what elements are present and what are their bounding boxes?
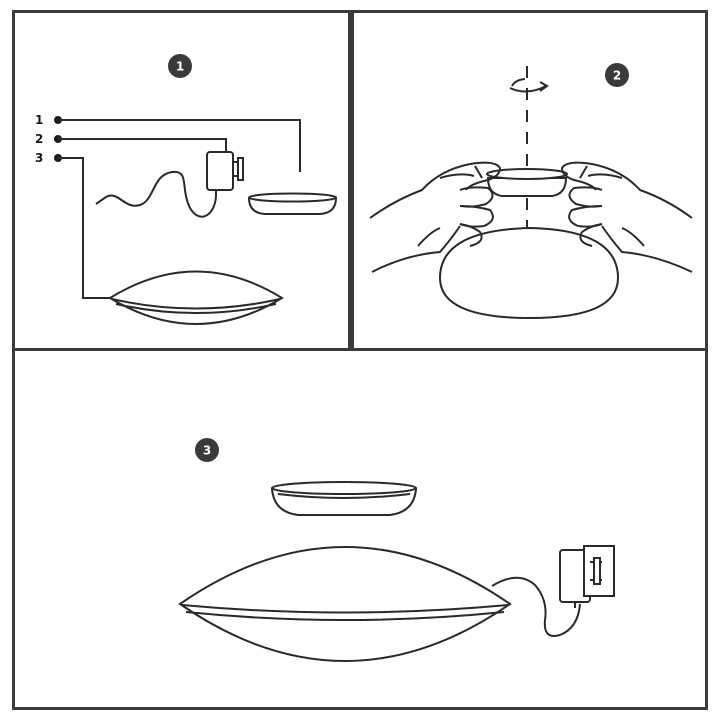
legend-item-2: 2: [35, 132, 227, 152]
legend-item-3: 3: [35, 151, 110, 299]
legend-label-2: 2: [35, 132, 43, 146]
power-adapter-icon: [559, 545, 615, 608]
right-hand-icon: [560, 161, 693, 273]
left-hand-icon: [369, 161, 502, 273]
legend-label-1: 1: [35, 113, 43, 127]
magnetic-base-icon: [438, 226, 620, 320]
step-3-panel: [12, 348, 708, 710]
floating-disc-icon: [270, 481, 418, 516]
legend-label-3: 3: [35, 151, 43, 165]
step-1-badge-label: 1: [176, 60, 184, 74]
power-cable: [95, 170, 217, 218]
power-cable: [491, 576, 581, 637]
step-1-badge: 1: [168, 54, 192, 78]
floating-disc-icon: [486, 168, 568, 197]
magnetic-base-icon: [108, 270, 284, 325]
floating-disc-icon: [247, 192, 338, 215]
magnetic-base-icon: [178, 546, 512, 662]
rotation-arrow-icon: [509, 78, 549, 93]
step-2-badge: 2: [605, 63, 629, 87]
step-3-badge: 3: [195, 438, 219, 462]
step-3-badge-label: 3: [203, 444, 211, 458]
leader-line-1: [58, 119, 301, 172]
leader-line-2: [58, 138, 227, 152]
power-adapter-icon: [206, 151, 244, 196]
leader-line-3: [58, 157, 110, 299]
step-2-badge-label: 2: [613, 69, 621, 83]
legend-item-1: 1: [35, 113, 301, 172]
